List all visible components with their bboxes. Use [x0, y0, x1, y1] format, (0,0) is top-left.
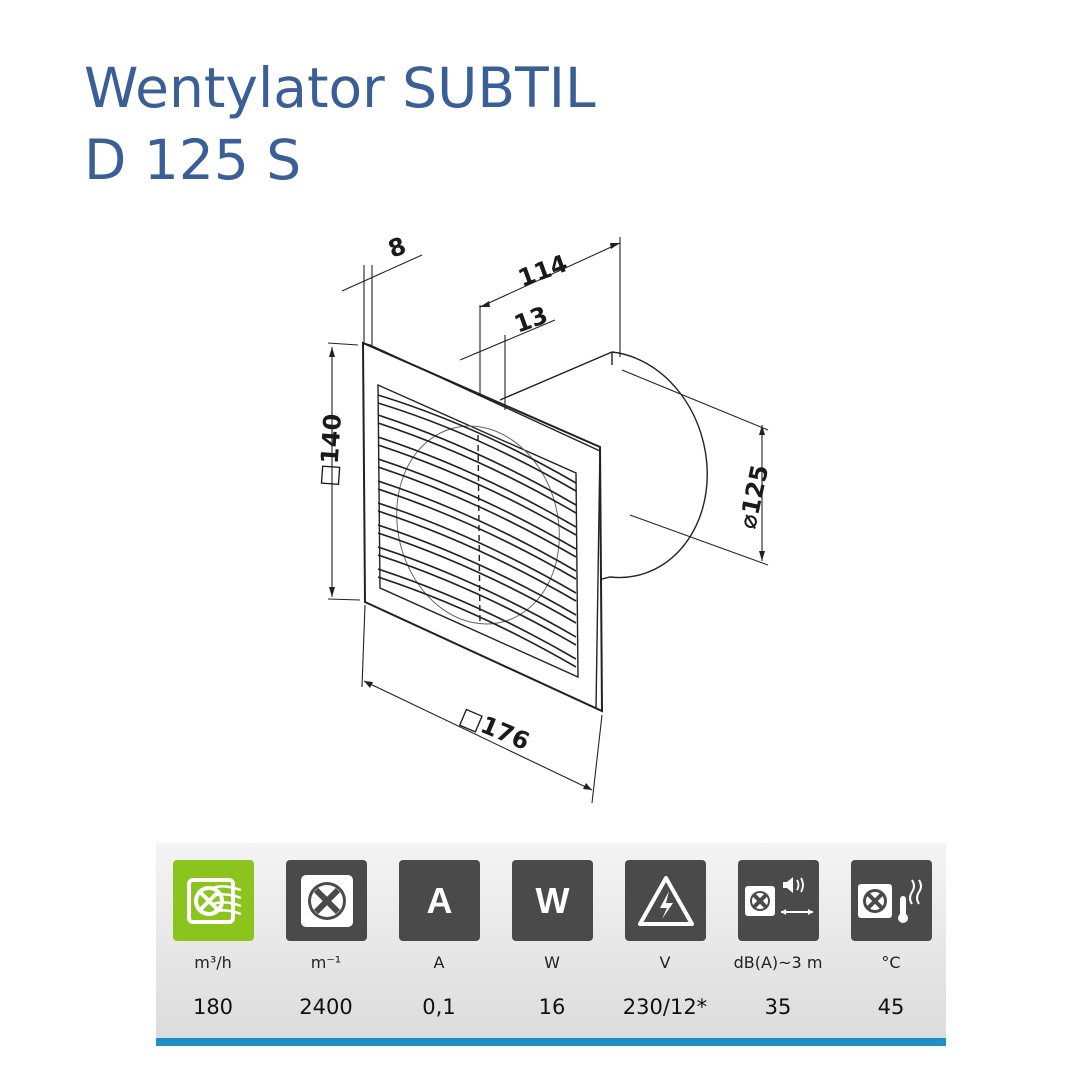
spec-temperature: °C 45: [834, 843, 948, 1038]
frame-side: [595, 446, 601, 710]
airflow-icon: [173, 860, 254, 941]
dim-frame-depth: 8: [384, 232, 409, 264]
fan-impeller: [396, 425, 560, 625]
spec-voltage: V 230/12*: [608, 843, 722, 1038]
dim-diameter: ⌀125: [733, 462, 774, 531]
spec-unit: W: [544, 953, 560, 972]
fan-speed-icon: [286, 860, 367, 941]
spec-rotation-speed: m⁻¹ 2400: [269, 843, 383, 1038]
dimension-arrows: [329, 243, 765, 790]
spec-value: 0,1: [422, 995, 456, 1019]
spec-value: 35: [764, 995, 792, 1019]
fan-dimension-drawing: 8 114 13 □140 □176 ⌀125: [314, 232, 774, 804]
spec-value: 2400: [299, 995, 353, 1019]
frame-bevel: [362, 342, 601, 452]
spec-airflow: m³/h 180: [156, 843, 270, 1038]
spec-power: W W 16: [495, 843, 609, 1038]
current-letter: A: [426, 879, 453, 921]
spec-table: m³/h 180 m⁻¹ 2400 A A 0,1 W W 16: [156, 843, 946, 1038]
current-icon: A: [399, 860, 480, 941]
spec-unit: °C: [881, 953, 901, 972]
product-title-line2: D 125 S: [84, 128, 302, 192]
temperature-icon: [851, 860, 932, 941]
spec-value: 230/12*: [622, 995, 708, 1019]
dim-height: □140: [314, 413, 347, 488]
spec-unit: V: [659, 953, 671, 972]
dim-step: 13: [510, 301, 551, 339]
technical-drawing: 8 114 13 □140 □176 ⌀125: [300, 225, 800, 825]
spec-unit: m⁻¹: [310, 953, 342, 972]
spec-noise: dB(A)~3 m 35: [721, 843, 835, 1038]
spec-unit: dB(A)~3 m: [733, 953, 823, 972]
louvers: [377, 394, 577, 668]
product-title: Wentylator SUBTIL D 125 S: [84, 52, 596, 196]
dimension-lines: [327, 237, 769, 804]
spec-value: 16: [538, 995, 566, 1019]
dim-width: □176: [456, 702, 534, 756]
voltage-warning-icon: [625, 860, 706, 941]
spec-unit: m³/h: [194, 953, 232, 972]
power-icon: W: [512, 860, 593, 941]
grille-panel: [377, 383, 579, 679]
accent-bar: [156, 1038, 946, 1046]
spec-unit: A: [433, 953, 445, 972]
spec-current: A A 0,1: [382, 843, 496, 1038]
dim-depth-total: 114: [514, 249, 571, 292]
duct-cylinder: [499, 351, 708, 581]
louver-center-rib: [477, 434, 481, 626]
product-title-line1: Wentylator SUBTIL: [84, 56, 596, 120]
spec-value: 180: [192, 995, 234, 1019]
noise-icon: [738, 860, 819, 941]
power-letter: W: [535, 879, 570, 921]
spec-value: 45: [877, 995, 905, 1019]
